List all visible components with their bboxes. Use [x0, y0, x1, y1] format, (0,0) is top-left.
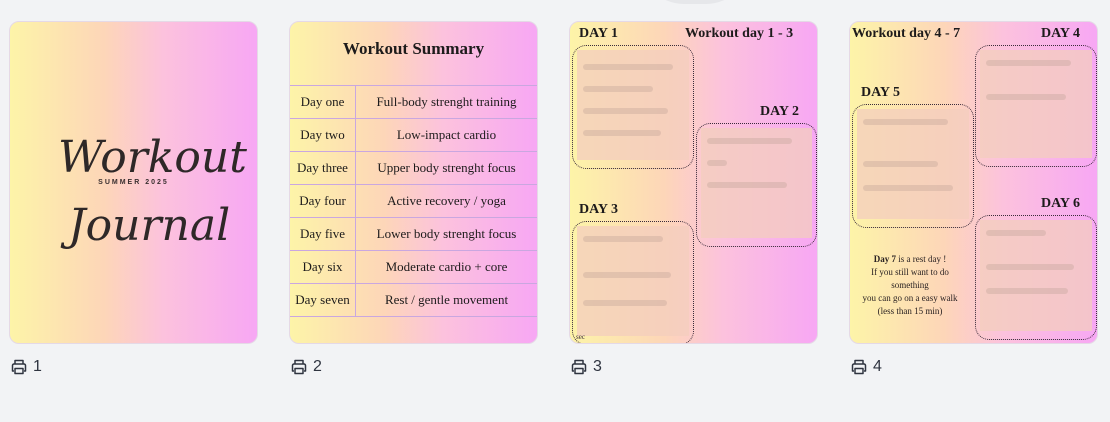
summary-day-cell: Day five: [290, 217, 356, 251]
page-thumbnail-1[interactable]: Workout Journal SUMMER 2025: [9, 21, 258, 344]
page-number-label: 2: [313, 358, 322, 375]
summary-focus-cell: Rest / gentle movement: [355, 283, 537, 317]
page-caption-3[interactable]: 3: [570, 358, 602, 376]
summary-focus-cell: Active recovery / yoga: [355, 184, 537, 218]
cover-subtitle: SUMMER 2025: [98, 179, 169, 186]
summary-focus-cell: Upper body strenght focus: [355, 151, 537, 185]
day-4-box: [975, 45, 1097, 167]
cover-script-title: Workout Journal: [58, 132, 247, 251]
rest-note-line3: something: [891, 280, 929, 290]
day-6-label: DAY 6: [1041, 196, 1081, 211]
summary-day-cell: Day six: [290, 250, 356, 284]
page-number-label: 3: [593, 358, 602, 375]
summary-focus-cell: Full-body strenght training: [355, 85, 537, 119]
page-caption-1[interactable]: 1: [10, 358, 42, 376]
cover-title-line1: Workout: [58, 132, 247, 183]
summary-day-cell: Day four: [290, 184, 356, 218]
printer-icon: [571, 359, 587, 375]
page-number-label: 1: [33, 358, 42, 375]
summary-day-cell: Day three: [290, 151, 356, 185]
page-caption-2[interactable]: 2: [290, 358, 322, 376]
summary-title: Workout Summary: [342, 39, 485, 58]
cover-title-line2: Journal: [60, 200, 230, 251]
rest-note-line4: you can go on a easy walk: [862, 293, 958, 303]
page-thumbnail-4[interactable]: Workout day 4 - 7 DAY 4 DAY 5 DAY 6 Day …: [849, 21, 1098, 344]
printer-icon: [11, 359, 27, 375]
page-4-title: Workout day 4 - 7: [852, 26, 961, 41]
summary-focus-cell: Low-impact cardio: [355, 118, 537, 152]
page-3-footnote: sec: [576, 333, 585, 341]
rest-note-line2: If you still want to do: [871, 267, 949, 277]
rest-note-line1: is a rest day !: [896, 254, 947, 264]
day-2-label: DAY 2: [760, 104, 800, 119]
printer-icon: [851, 359, 867, 375]
day-3-box: [572, 221, 694, 343]
day-2-box: [696, 123, 817, 247]
rest-note-line5: (less than 15 min): [877, 306, 943, 316]
summary-day-cell: Day two: [290, 118, 356, 152]
day-5-box: [852, 104, 974, 228]
day-1-box: [572, 45, 694, 169]
day-6-box: [975, 215, 1097, 340]
printer-icon: [291, 359, 307, 375]
page-caption-4[interactable]: 4: [850, 358, 882, 376]
summary-focus-cell: Moderate cardio + core: [355, 250, 537, 284]
page-3-title: Workout day 1 - 3: [685, 26, 794, 41]
page-number-label: 4: [873, 358, 882, 375]
page-thumbnail-3[interactable]: DAY 1 Workout day 1 - 3 DAY 2 DAY 3 sec: [569, 21, 818, 344]
day-3-label: DAY 3: [579, 202, 619, 217]
day-7-rest-note: Day 7 is a rest day ! If you still want …: [850, 253, 970, 318]
rest-note-day: Day 7: [873, 254, 896, 264]
summary-day-cell: Day one: [290, 85, 356, 119]
summary-day-cell: Day seven: [290, 283, 356, 317]
day-4-label: DAY 4: [1041, 26, 1081, 41]
day-5-label: DAY 5: [861, 85, 901, 100]
top-scroll-handle: [640, 0, 750, 4]
summary-focus-cell: Lower body strenght focus: [355, 217, 537, 251]
day-1-label: DAY 1: [579, 26, 619, 41]
